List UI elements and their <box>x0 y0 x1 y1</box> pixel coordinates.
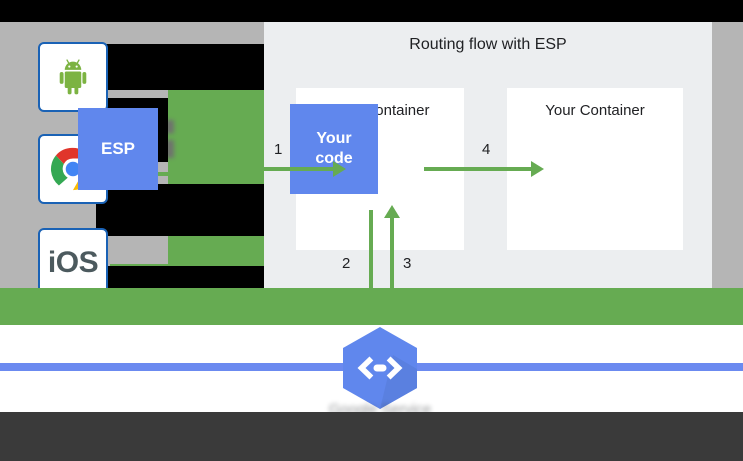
step-number-3: 3 <box>403 255 412 272</box>
arrow-3-line <box>390 216 394 318</box>
your-code-line-1: Your <box>316 130 352 148</box>
page-title: Routing flow with ESP <box>409 36 567 53</box>
client-icon-android[interactable] <box>38 42 108 112</box>
left-green-block <box>168 78 264 288</box>
bottom-dark-overlay <box>0 412 743 461</box>
arrow-4-line <box>424 167 534 171</box>
esp-node-label: ESP <box>100 138 136 158</box>
your-code-node[interactable]: Your code <box>290 104 378 194</box>
arrow-4-head <box>531 161 544 177</box>
arrow-2-line <box>369 210 373 318</box>
ios-label: iOS <box>47 246 99 279</box>
your-container-label: Your Container <box>545 102 645 119</box>
cloud-endpoints-hexagon-icon <box>343 327 417 409</box>
top-black-overlay <box>0 0 743 22</box>
green-band <box>0 288 743 325</box>
black-occluder-a <box>96 44 264 90</box>
arrow-3-head <box>384 205 400 218</box>
esp-node[interactable]: ESP <box>78 108 158 190</box>
right-gray-backdrop <box>712 22 743 288</box>
step-number-2: 2 <box>342 255 351 272</box>
cloud-endpoints-node[interactable] <box>337 325 423 411</box>
arrow-1-line <box>264 167 336 171</box>
arrow-1-head <box>333 161 346 177</box>
android-icon <box>59 59 87 95</box>
step-number-1: 1 <box>274 141 283 158</box>
step-number-4: 4 <box>482 141 491 158</box>
black-occluder-c <box>96 184 264 236</box>
